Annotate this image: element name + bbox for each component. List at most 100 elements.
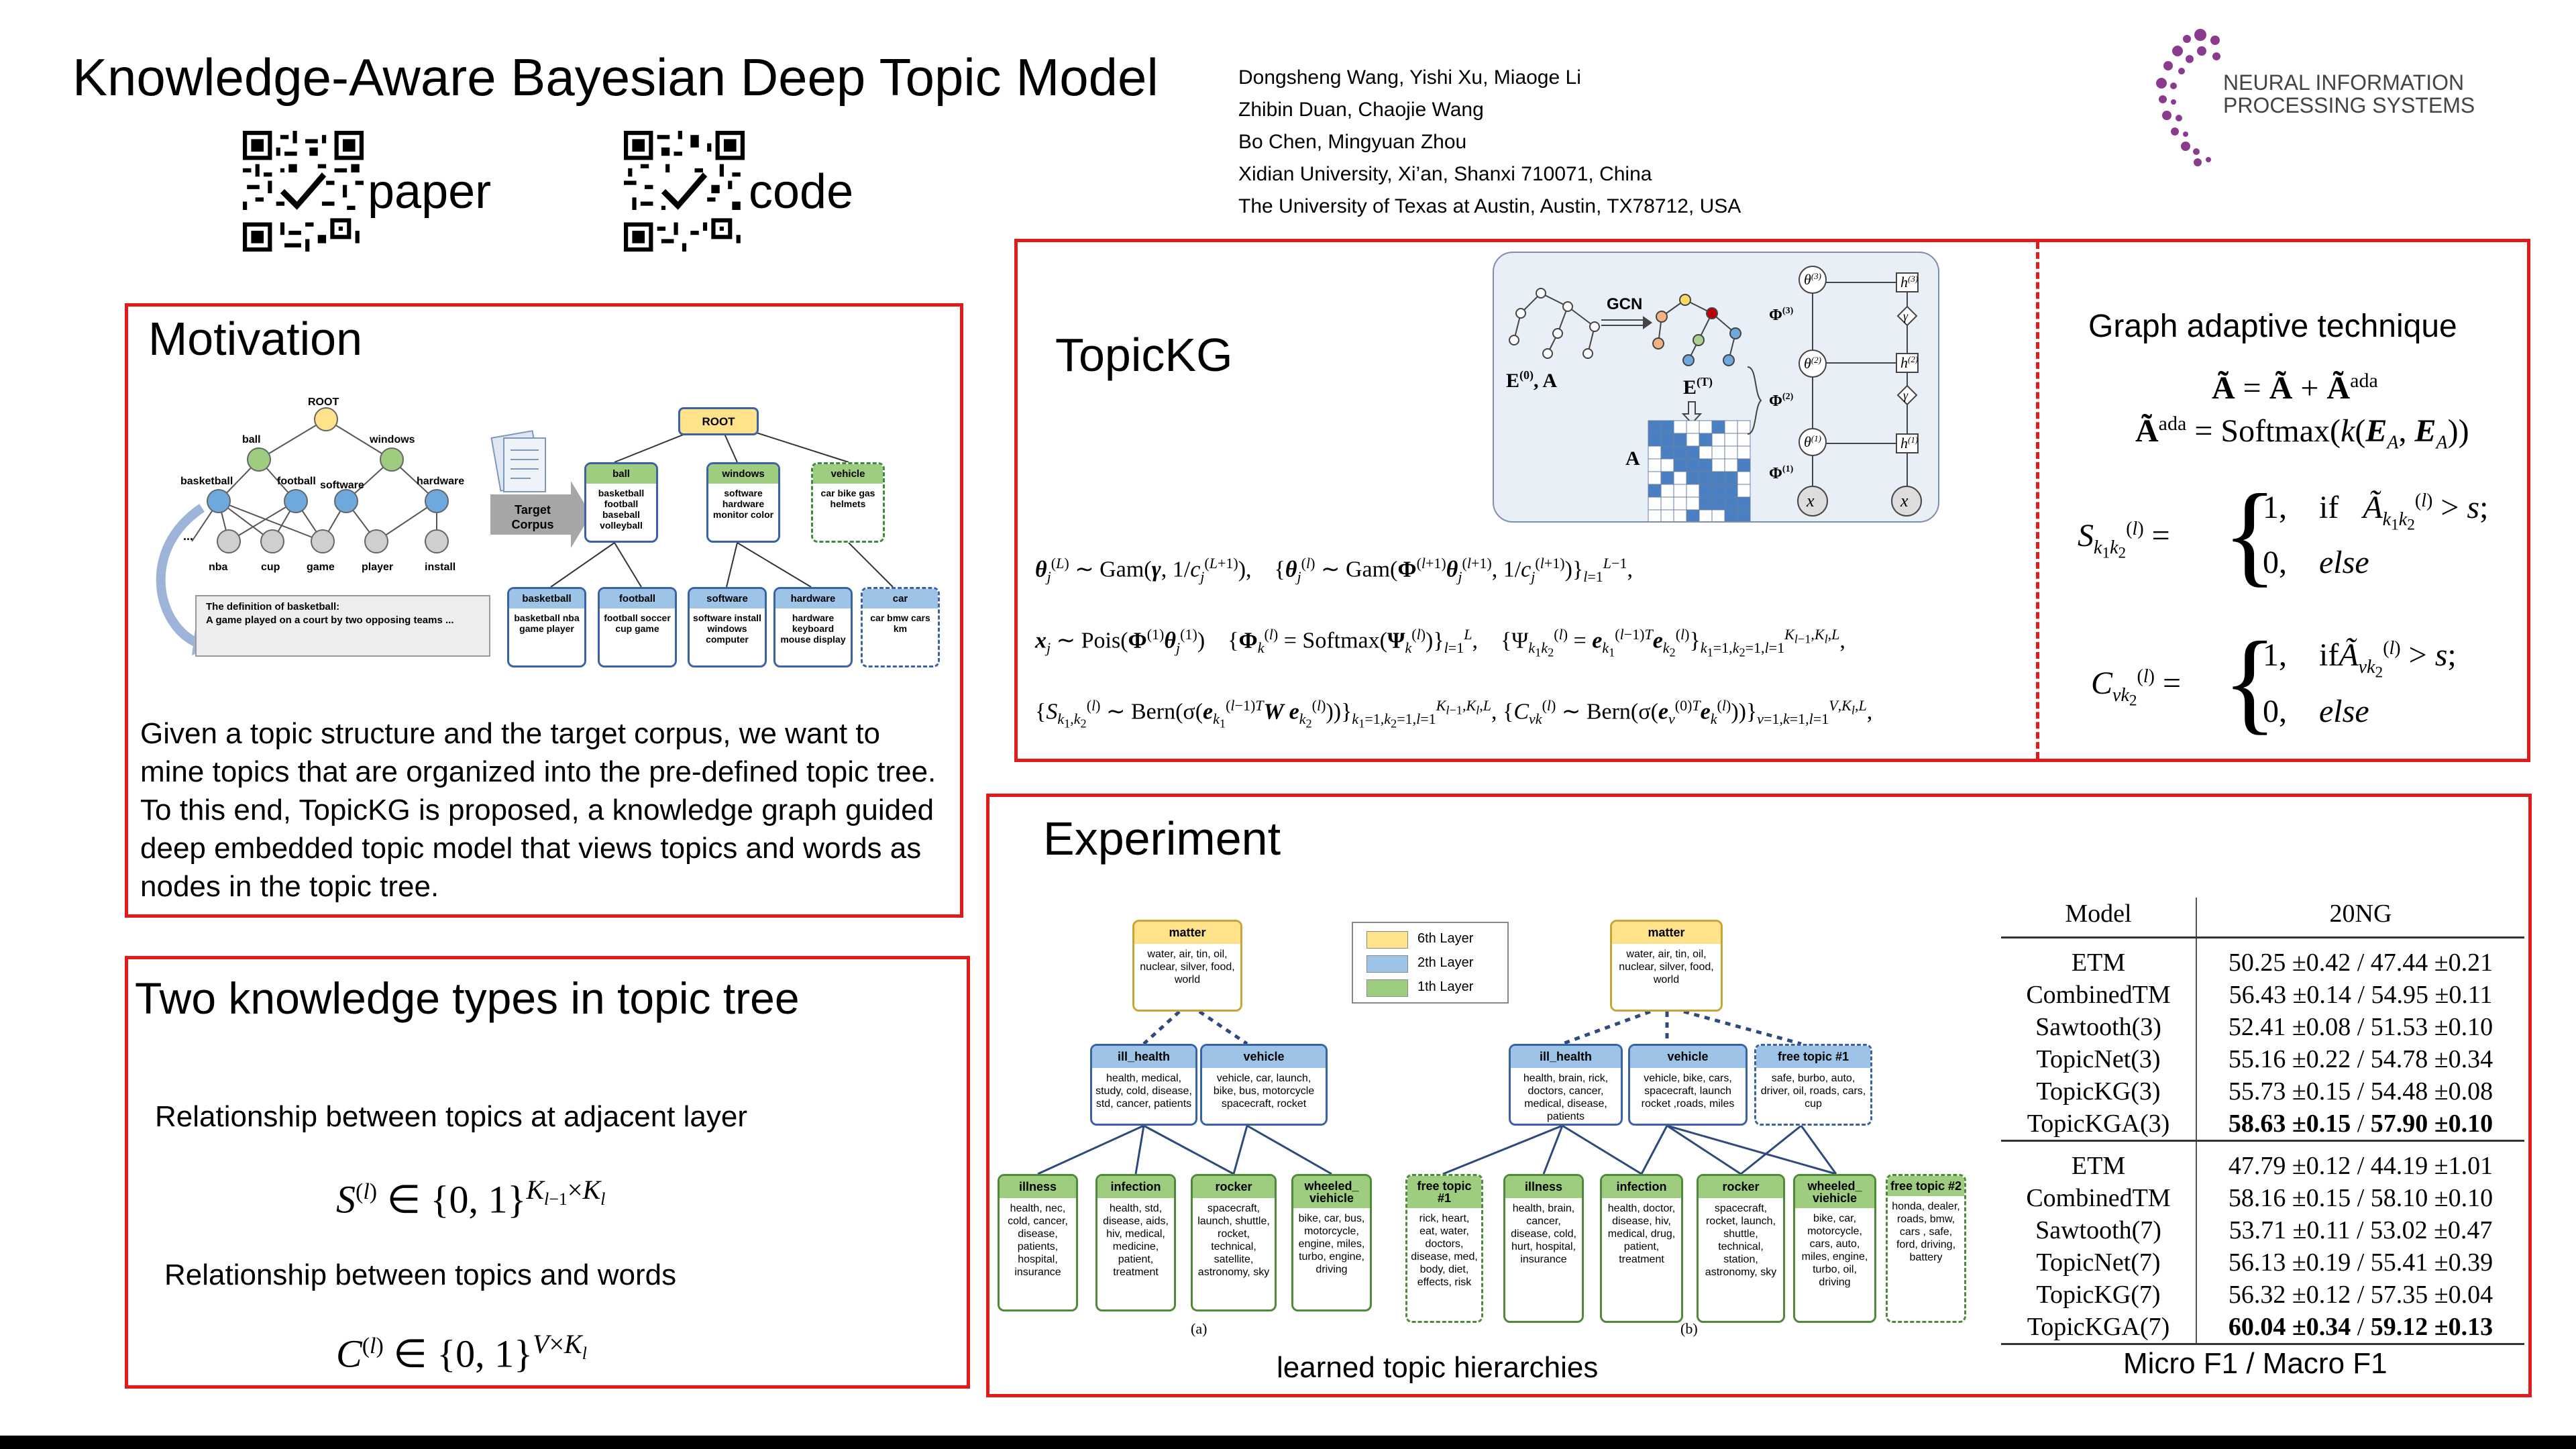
model-name-cell: ETM	[2001, 937, 2197, 979]
svg-text:Φ(2): Φ(2)	[1769, 392, 1794, 410]
matrix-cell	[1660, 420, 1674, 434]
topickg-model-figure: E(0), A GCN E(T)	[1493, 252, 1939, 523]
matrix-cell	[1686, 509, 1700, 523]
macro-f1: 53.02 ±0.47	[2370, 1216, 2493, 1244]
topic-node-layer2: ill_health health, medical, study, cold,…	[1090, 1044, 1197, 1126]
table-row: TopicKGA(7)60.04 ±0.34 / 59.12 ±0.13	[2001, 1311, 2524, 1344]
tree-topic-node: ball basketball football baseball volley…	[584, 462, 658, 543]
topickg-panel: TopicKG E(0), A GCN	[1014, 239, 2530, 762]
matrix-cell	[1737, 496, 1751, 511]
table-row: TopicKGA(3)58.63 ±0.15 / 57.90 ±0.10	[2001, 1108, 2524, 1141]
kg-word-nba: nba	[209, 561, 228, 573]
matrix-cell	[1673, 509, 1687, 523]
matrix-cell	[1660, 471, 1674, 485]
legend-label: 1th Layer	[1417, 979, 1474, 994]
topic-node-layer1: infection health, doctor, disease, hiv, …	[1600, 1174, 1683, 1323]
matrix-cell	[1737, 445, 1751, 460]
generative-equations: θj(L) ∼ Gam(γ, 1/cj(L+1)), {θj(l) ∼ Gam(…	[1035, 536, 1961, 755]
eq-a-tilde: Ã = Ã + Ãada	[2212, 370, 2378, 406]
model-name-cell: CombinedTM	[2001, 1182, 2197, 1214]
table-row: Sawtooth(3)52.41 ±0.08 / 51.53 ±0.10	[2001, 1011, 2524, 1043]
matrix-cell	[1699, 458, 1713, 472]
matrix-cell	[1711, 471, 1725, 485]
micro-f1: 55.16 ±0.22	[2228, 1045, 2351, 1073]
matrix-cell	[1673, 458, 1687, 472]
eq-x: xj ∼ Pois(Φ(1)θj(1)) {Φk(l) = Softmax(Ψk…	[1035, 626, 1845, 659]
legend-item	[1366, 955, 1408, 973]
micro-f1: 52.41 ±0.08	[2228, 1013, 2351, 1041]
macro-f1: 55.41 ±0.39	[2370, 1248, 2493, 1277]
score-cell: 47.79 ±0.12 / 44.19 ±1.01	[2228, 1152, 2493, 1180]
matrix-cell	[1660, 509, 1674, 523]
matrix-cell	[1737, 471, 1751, 485]
tree-subtopic-node: software software install windows comput…	[688, 587, 767, 667]
matrix-cell	[1711, 433, 1725, 447]
kg-node-software: software	[320, 480, 364, 491]
table-row: TopicKG(3)55.73 ±0.15 / 54.48 ±0.08	[2001, 1075, 2524, 1108]
tree-topic-node: windows software hardware monitor color	[706, 462, 780, 543]
matrix-cell	[1686, 471, 1700, 485]
matrix-cell	[1724, 458, 1738, 472]
matrix-cell	[1660, 445, 1674, 460]
poster-title: Knowledge-Aware Bayesian Deep Topic Mode…	[72, 48, 1159, 107]
kg-word-install: install	[425, 561, 456, 573]
motivation-knowledge-graph	[156, 407, 894, 655]
matrix-cell	[1660, 484, 1674, 498]
score-cell: 50.25 ±0.42 / 47.44 ±0.21	[2228, 949, 2493, 977]
definition-callout: The definition of basketball: A game pla…	[195, 595, 490, 657]
affiliation-line: Xidian University, Xi’an, Shanxi 710071,…	[1238, 163, 1652, 185]
matrix-cell	[1711, 509, 1725, 523]
qr-code-paper[interactable]	[243, 131, 364, 252]
qr-code-label[interactable]: code	[749, 165, 854, 219]
relation-topic-topic: Relationship between topics at adjacent …	[155, 1100, 747, 1133]
kg-node-root: ROOT	[308, 396, 339, 408]
table-header-cell: 20NG	[2329, 900, 2392, 928]
adaptive-title: Graph adaptive technique	[2088, 309, 2457, 344]
matrix-cell	[1737, 484, 1751, 498]
matrix-cell	[1648, 471, 1662, 485]
experiment-title: Experiment	[1043, 812, 1281, 865]
macro-f1: 58.10 ±0.10	[2370, 1184, 2493, 1212]
kg-node-basketball: basketball	[180, 476, 233, 487]
model-name-cell: TopicNet(3)	[2001, 1043, 2197, 1075]
eq-a-ada: Ãada = Softmax(k(EA, EA))	[2135, 413, 2469, 453]
gcn-label: GCN	[1607, 295, 1642, 313]
topic-node-layer6: matter water, air, tin, oil, nuclear, si…	[1132, 920, 1242, 1012]
kg-node-hardware: hardware	[417, 476, 465, 487]
macro-f1: 57.35 ±0.04	[2370, 1281, 2493, 1309]
neurips-logo-icon	[2156, 29, 2220, 166]
svg-text:Φ(1): Φ(1)	[1769, 464, 1794, 482]
matrix-cell	[1737, 420, 1751, 434]
kg-word-cup: cup	[261, 561, 280, 573]
tree-subtopic-node-new: car car bmw cars km	[861, 587, 940, 667]
eq-c-adaptive: Cvk2(l) = { 1, ifÃvk2(l) > s; 0, else	[2091, 619, 2457, 745]
macro-f1: 51.53 ±0.10	[2370, 1013, 2493, 1041]
qr-code-code[interactable]	[624, 131, 745, 252]
svg-text:x: x	[1806, 491, 1815, 511]
qr-paper-icon	[243, 131, 364, 252]
table-row: TopicNet(3)55.16 ±0.22 / 54.78 ±0.34	[2001, 1043, 2524, 1075]
matrix-cell	[1724, 445, 1738, 460]
topic-node-layer1: wheeled_ viehicle bike, car, motorcycle,…	[1793, 1174, 1876, 1323]
eq-theta: θj(L) ∼ Gam(γ, 1/cj(L+1)), {θj(l) ∼ Gam(…	[1035, 555, 1633, 586]
matrix-cell	[1724, 420, 1738, 434]
matrix-cell	[1673, 471, 1687, 485]
matrix-cell	[1660, 458, 1674, 472]
formula-s: S(l) ∈ {0, 1}Kl−1×Kl	[336, 1175, 606, 1222]
model-name-cell: Sawtooth(7)	[2001, 1214, 2197, 1246]
tree-subtopic-node: football football soccer cup game	[598, 587, 677, 667]
score-cell: 53.71 ±0.11 / 53.02 ±0.47	[2229, 1216, 2493, 1244]
qr-paper-label[interactable]: paper	[368, 165, 492, 219]
score-cell: 52.41 ±0.08 / 51.53 ±0.10	[2228, 1013, 2493, 1041]
score-cell: 58.63 ±0.15 / 57.90 ±0.10	[2228, 1110, 2493, 1138]
kg-node-ellipsis: ...	[183, 529, 194, 543]
table-row: Sawtooth(7) 53.71 ±0.11 / 53.02 ±0.47	[2001, 1214, 2524, 1246]
matrix-cell	[1724, 496, 1738, 511]
micro-f1: 50.25 ±0.42	[2228, 949, 2351, 977]
matrix-cell	[1673, 420, 1687, 434]
motivation-title: Motivation	[148, 313, 363, 365]
